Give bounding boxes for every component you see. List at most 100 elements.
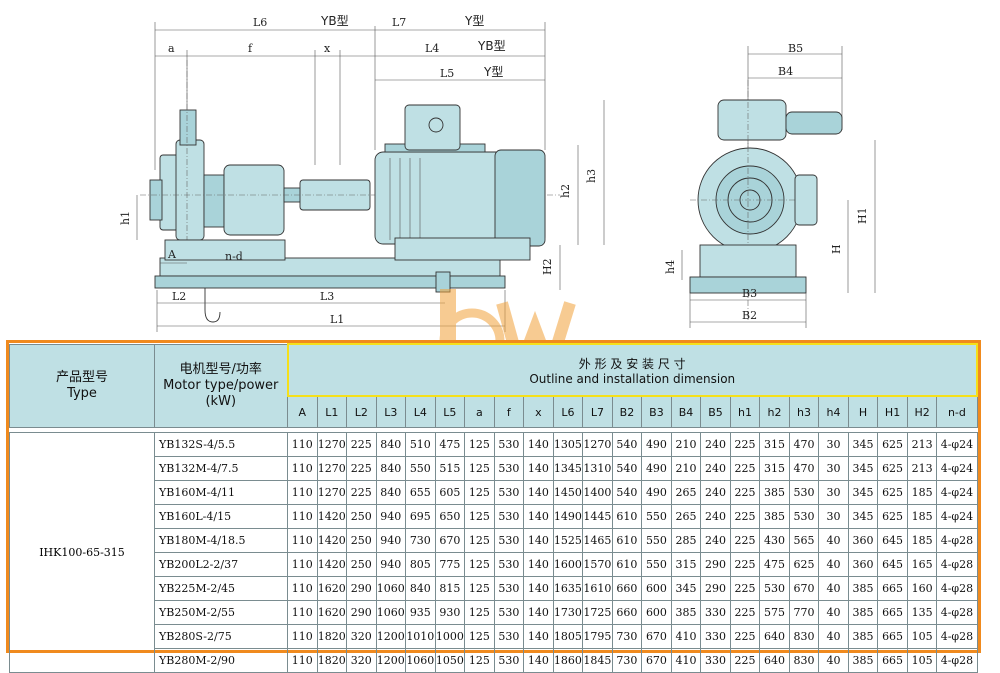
dimension-cell-h4: 40 (818, 648, 849, 673)
dimension-cell-l3: 940 (375, 528, 407, 553)
dimension-cell-h4: 40 (818, 552, 849, 577)
dimension-cell-l5: 930 (434, 600, 466, 625)
motor-type-cell: YB160M-4/11 (154, 480, 288, 505)
dimension-cell-l5: 650 (434, 504, 466, 529)
column-header-b3: B3 (641, 395, 672, 428)
column-header-x: x (523, 395, 554, 428)
dimension-cell-l7: 1725 (582, 600, 613, 625)
dimension-cell-l4: 695 (405, 504, 436, 529)
motor-type-cell: YB250M-2/55 (154, 600, 288, 625)
dimension-cell-n-d: 4-φ24 (936, 504, 978, 529)
dimension-cell-a: 110 (287, 576, 318, 601)
label-a: a (168, 42, 175, 55)
dimension-cell-h2: 430 (759, 528, 790, 553)
dimension-cell-b4: 265 (670, 480, 702, 505)
dimension-cell-h1: 225 (729, 576, 761, 601)
dimension-cell-b4: 410 (670, 648, 702, 673)
dimension-cell-l4: 840 (405, 576, 436, 601)
dimension-cell-b3: 550 (641, 552, 672, 577)
dimension-cell-h2: 185 (906, 504, 938, 529)
dimension-cell-b5: 290 (700, 552, 731, 577)
dimension-cell-l7: 1845 (582, 648, 613, 673)
dimension-cell-x: 140 (523, 648, 554, 673)
motor-type-cell: YB160L-4/15 (154, 504, 288, 529)
dimension-cell-h1: 625 (877, 432, 908, 457)
dimension-cell-a: 125 (464, 552, 495, 577)
dimension-cell-l3: 840 (375, 456, 407, 481)
label-L7: L7 (392, 16, 406, 29)
column-header-b2: B2 (611, 395, 643, 428)
dimension-cell-h2: 213 (906, 432, 938, 457)
dimension-cell-f: 530 (493, 528, 525, 553)
pump-outline-drawing: L6 YB型 L7 Y型 a f x L4 YB型 L5 Y型 (119, 14, 876, 332)
dimension-cell-b4: 410 (670, 624, 702, 649)
dimension-cell-b4: 265 (670, 504, 702, 529)
label-L3: L3 (320, 290, 334, 303)
label-B5: B5 (788, 42, 803, 55)
dimension-cell-h3: 470 (788, 432, 820, 457)
dimension-cell-x: 140 (523, 576, 554, 601)
column-header-h3: h3 (788, 395, 820, 428)
dimension-cell-a: 125 (464, 456, 495, 481)
dimension-cell-x: 140 (523, 528, 554, 553)
dimension-cell-l4: 655 (405, 480, 436, 505)
dimension-cell-h1: 225 (729, 480, 761, 505)
dimension-cell-h3: 530 (788, 480, 820, 505)
dimension-cell-h: 345 (847, 504, 879, 529)
motor-type-header: 电机型号/功率 Motor type/power (kW) (154, 343, 288, 428)
dimension-cell-b4: 315 (670, 552, 702, 577)
dimension-header-cn: 外 形 及 安 装 尺 寸 (578, 356, 686, 371)
dimension-cell-l1: 1420 (316, 504, 348, 529)
dimension-cell-l6: 1345 (552, 456, 584, 481)
motor-type-header-en: Motor type/power (163, 377, 279, 393)
dimension-cell-h2: 315 (759, 432, 790, 457)
dimension-cell-l3: 1060 (375, 576, 407, 601)
dimension-cell-l7: 1270 (582, 432, 613, 457)
dimension-cell-a: 110 (287, 624, 318, 649)
dimension-cell-h3: 565 (788, 528, 820, 553)
label-H2: H2 (541, 258, 554, 275)
motor-type-header-cn: 电机型号/功率 (179, 361, 262, 377)
dimension-cell-h2: 385 (759, 504, 790, 529)
dimension-cell-h1: 665 (877, 624, 908, 649)
product-type-header-cn: 产品型号 (55, 369, 108, 385)
dimension-cell-l5: 775 (434, 552, 466, 577)
dimension-cell-a: 110 (287, 480, 318, 505)
dimension-cell-h3: 830 (788, 648, 820, 673)
dimension-cell-b5: 240 (700, 504, 731, 529)
dimension-cell-h: 345 (847, 456, 879, 481)
dimension-cell-l7: 1465 (582, 528, 613, 553)
dimension-cell-h2: 385 (759, 480, 790, 505)
column-header-l2: L2 (346, 395, 377, 428)
dimension-cell-b4: 210 (670, 432, 702, 457)
dimension-cell-h2: 213 (906, 456, 938, 481)
dimension-cell-l4: 550 (405, 456, 436, 481)
dimension-cell-l6: 1525 (552, 528, 584, 553)
dimension-cell-a: 110 (287, 600, 318, 625)
column-header-h1: h1 (729, 395, 761, 428)
dimension-cell-f: 530 (493, 600, 525, 625)
dimension-cell-a: 110 (287, 552, 318, 577)
dimension-cell-b2: 610 (611, 552, 643, 577)
dimension-cell-a: 110 (287, 456, 318, 481)
dimension-cell-h1: 225 (729, 552, 761, 577)
dimension-cell-h3: 625 (788, 552, 820, 577)
column-header-l7: L7 (582, 395, 613, 428)
dimension-cell-n-d: 4-φ28 (936, 648, 978, 673)
dimension-cell-b4: 285 (670, 528, 702, 553)
column-header-l4: L4 (405, 395, 436, 428)
dimension-cell-b2: 730 (611, 624, 643, 649)
dimension-cell-l1: 1270 (316, 480, 348, 505)
dimension-cell-h: 345 (847, 480, 879, 505)
dimension-cell-l5: 670 (434, 528, 466, 553)
dimension-cell-a: 110 (287, 504, 318, 529)
dimension-cell-b4: 210 (670, 456, 702, 481)
dimension-cell-l1: 1620 (316, 600, 348, 625)
column-header-h4: h4 (818, 395, 849, 428)
product-type-cell: IHK100-65-315 (9, 432, 155, 673)
dimension-cell-b2: 730 (611, 648, 643, 673)
dimension-cell-f: 530 (493, 576, 525, 601)
